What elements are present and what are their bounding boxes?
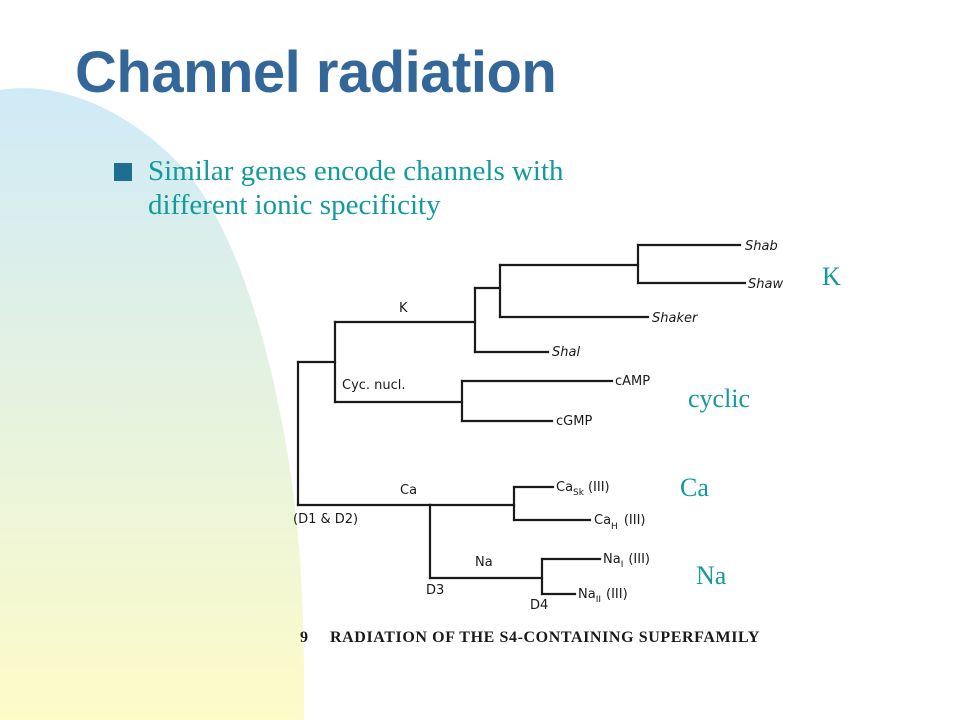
tree-branches <box>296 243 747 596</box>
leaf-label-shaw: Shaw <box>748 277 783 292</box>
clade-label-ca: Ca <box>400 483 417 498</box>
leaf-label-na-ii: NaII(III) <box>578 587 628 605</box>
bullet-point: Similar genes encode channels with diffe… <box>114 154 608 222</box>
group-label-cyclic: cyclic <box>688 384 751 413</box>
leaf-label-ca-h: CaH(III) <box>594 513 645 532</box>
leaf-label-shab: Shab <box>745 239 778 254</box>
group-label-k: K <box>822 262 841 291</box>
leaf-label-shal: Shal <box>552 345 580 360</box>
clade-label-d1-d2: (D1 & D2) <box>293 512 358 527</box>
square-bullet-icon <box>114 163 132 181</box>
leaf-label-ca-sk: CaSk(III) <box>556 480 610 498</box>
figure-caption: RADIATION OF THE S4-CONTAINING SUPERFAMI… <box>330 629 760 646</box>
group-label-ca: Ca <box>680 473 709 502</box>
leaf-label-camp: cAMP <box>615 374 650 389</box>
leaf-label-cgmp: cGMP <box>556 414 592 429</box>
group-label-na: Na <box>696 561 727 590</box>
leaf-label-na-i: NaI(III) <box>603 552 650 570</box>
slide-title: Channel radiation <box>75 40 557 105</box>
clade-label-na: Na <box>475 555 493 570</box>
clade-label-cyclic-nucleotide: Cyc. nucl. <box>342 378 406 393</box>
clade-label-d3: D3 <box>426 583 444 598</box>
figure-number: 9 <box>300 629 309 646</box>
bullet-text: Similar genes encode channels with diffe… <box>148 155 564 221</box>
leaf-label-shaker: Shaker <box>652 311 699 326</box>
clade-label-d4: D4 <box>530 598 548 613</box>
clade-label-k: K <box>399 301 408 316</box>
